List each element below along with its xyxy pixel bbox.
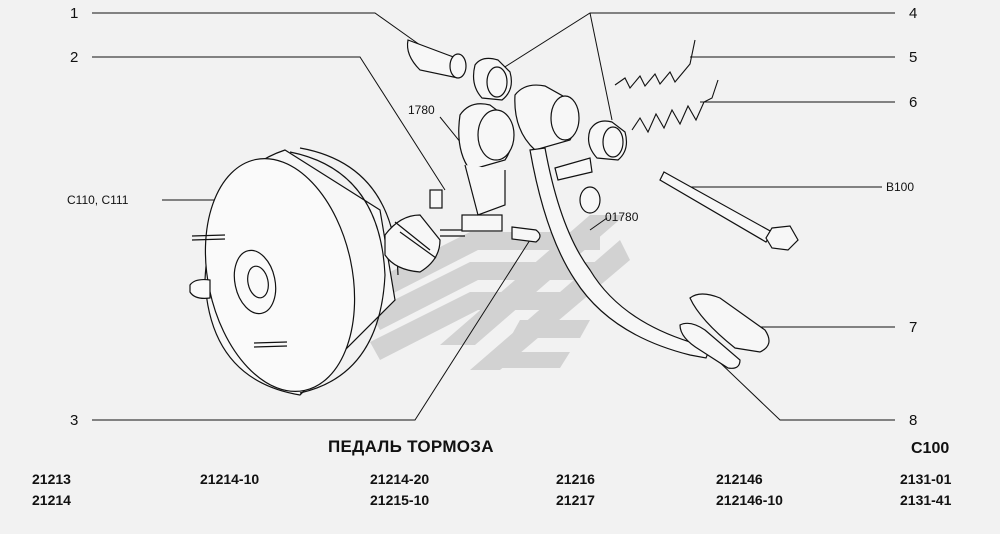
model-code: 21216 [556, 471, 595, 487]
diagram-title: ПЕДАЛЬ ТОРМОЗА [328, 437, 494, 456]
return-springs [614, 39, 719, 134]
callout-6: 6 [909, 94, 918, 111]
model-code: 2131-01 [900, 471, 952, 487]
model-code: 212146-10 [716, 492, 783, 508]
pedal-bracket [406, 39, 628, 216]
ref-01780: 01780 [605, 210, 639, 224]
section-code: C100 [911, 440, 950, 457]
model-code: 21217 [556, 492, 595, 508]
callout-5: 5 [909, 49, 918, 66]
ref-b100: B100 [886, 180, 915, 194]
callout-8: 8 [909, 412, 918, 429]
pivot-bolt [659, 171, 799, 251]
model-code: 21214-10 [200, 471, 260, 487]
ref-c110-c111: C110, C111 [67, 193, 129, 207]
model-code: 2131-41 [900, 492, 952, 508]
brake-pedal-arm [529, 147, 770, 369]
callout-2: 2 [70, 49, 79, 66]
model-code: 21213 [32, 471, 71, 487]
leader-lines [92, 12, 895, 421]
model-code: 21214-20 [370, 471, 430, 487]
callout-7: 7 [909, 319, 918, 336]
model-code: 21214 [32, 492, 71, 508]
push-rod [384, 189, 541, 273]
callout-4: 4 [909, 5, 918, 22]
callout-3: 3 [70, 412, 79, 429]
model-code: 212146 [716, 471, 763, 487]
model-code: 21215-10 [370, 492, 430, 508]
callout-1: 1 [70, 5, 79, 22]
vacuum-booster [189, 147, 399, 396]
ref-1780: 1780 [408, 103, 435, 117]
